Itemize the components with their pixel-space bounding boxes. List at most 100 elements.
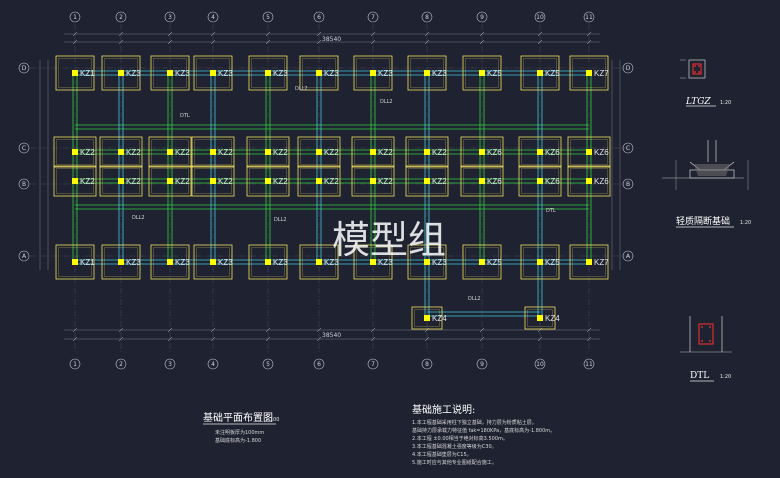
column [537,70,543,76]
footing-outline [520,55,560,91]
axis-bubble [18,142,30,154]
axis-bubble [367,358,379,370]
column [424,178,430,184]
axis-bubble [18,62,30,74]
column-label: KZ3 [378,69,393,78]
footing-outline [148,136,192,168]
footing-outline [460,165,504,197]
axis-label: 6 [317,14,321,21]
column-label: KZ2 [80,177,95,186]
ltgz-scale: 1:20 [720,100,731,106]
footing-outline [150,244,190,280]
plan-scale: 1:100 [265,417,279,423]
dimension-tick [210,336,216,342]
dimension-tick [479,336,485,342]
column-label: KZ3 [126,69,141,78]
axis-bubble [262,11,274,23]
axis-label: 9 [480,361,484,368]
column-label: KZ3 [175,69,190,78]
footing-outline [53,165,97,197]
footing-inner [104,58,138,88]
axis-label: 5 [266,14,270,21]
axis-bubble [421,11,433,23]
footing-inner [356,247,390,277]
footing-inner [527,309,553,327]
plan-note: 未注明板厚为100mm [215,429,264,436]
column [210,259,216,265]
footing-outline [246,136,290,168]
dimension-tick [586,39,592,45]
column-label: KZ2 [175,177,190,186]
column [265,178,271,184]
beam-label: DLL2 [274,217,287,223]
footing-outline [150,55,190,91]
dimension-tick [316,31,322,37]
beam-label: DLL2 [380,99,393,105]
beam-label: DTL [180,113,190,119]
footing-outline [99,165,143,197]
footing-outline [101,244,141,280]
footing-outline [407,244,447,280]
column-label: KZ3 [273,258,288,267]
column [586,149,592,155]
column-label: KZ2 [378,177,393,186]
column [265,149,271,155]
axis-label: 10 [536,361,544,368]
column [72,178,78,184]
axis-label: C [626,145,630,152]
footing-inner [251,247,285,277]
dimension-tick [479,327,485,333]
column-label: KZ4 [545,314,560,323]
axis-label: 11 [585,14,593,21]
dimension-tick [210,327,216,333]
column [72,70,78,76]
axis-label: 1 [73,14,77,21]
dimension-tick [370,39,376,45]
axis-label: 2 [119,14,123,21]
axis-bubble [18,178,30,190]
column-label: KZ2 [324,148,339,157]
column [210,149,216,155]
column [586,259,592,265]
footing-outline [299,55,339,91]
footing-inner [463,139,501,165]
axis-label: 4 [211,14,215,21]
axis-bubble [367,11,379,23]
footing-inner [302,58,336,88]
column-label: KZ3 [218,69,233,78]
axis-bubble [69,11,81,23]
column [424,259,430,265]
footing-outline [193,55,233,91]
column-label: KZ5 [545,258,560,267]
column [316,178,322,184]
column-label: KZ5 [545,69,560,78]
footing-outline [569,244,609,280]
footing-outline [55,244,95,280]
axis-label: 11 [585,361,593,368]
footing-outline [191,136,235,168]
dimension-tick [118,31,124,37]
footing-inner [354,168,392,194]
column [118,70,124,76]
column [265,259,271,265]
footing-outline [407,55,447,91]
plan-title: 基础平面布置图 [203,411,273,424]
footing-inner [153,58,187,88]
dimension-tick [479,31,485,37]
column [265,70,271,76]
column-label: KZ4 [432,314,447,323]
column-label: KZ3 [218,258,233,267]
dimension-tick [370,327,376,333]
axis-bubble [534,11,546,23]
dimension-tick [167,31,173,37]
column-label: KZ2 [80,148,95,157]
dimension-tick [424,31,430,37]
column [537,178,543,184]
footing-inner [102,139,140,165]
footing-inner [249,139,287,165]
column-label: KZ3 [175,258,190,267]
column-label: KZ2 [126,148,141,157]
axis-label: A [626,253,631,260]
footing-outline [518,136,562,168]
